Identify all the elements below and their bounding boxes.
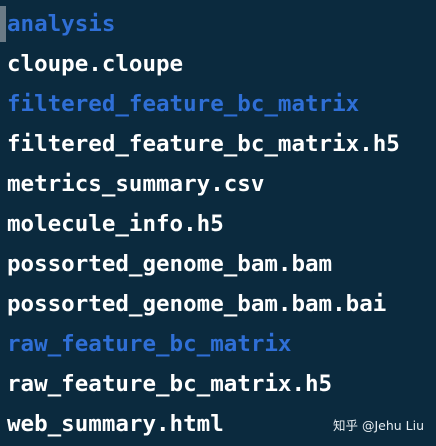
- file-entry-bam: possorted_genome_bam.bam: [7, 251, 333, 277]
- file-entry-web-summary: web_summary.html: [7, 411, 224, 437]
- file-entry-cloupe: cloupe.cloupe: [7, 51, 184, 77]
- file-entry-bam-index: possorted_genome_bam.bam.bai: [7, 291, 387, 317]
- directory-listing: analysis cloupe.cloupe filtered_feature_…: [7, 4, 400, 444]
- file-entry-metrics-summary: metrics_summary.csv: [7, 171, 265, 197]
- file-entry-raw-matrix-h5: raw_feature_bc_matrix.h5: [7, 371, 333, 397]
- file-entry-filtered-matrix-h5: filtered_feature_bc_matrix.h5: [7, 131, 400, 157]
- terminal-cursor: [0, 6, 6, 42]
- file-entry-molecule-info: molecule_info.h5: [7, 211, 224, 237]
- directory-entry-raw-matrix: raw_feature_bc_matrix: [7, 331, 292, 357]
- directory-entry-filtered-matrix: filtered_feature_bc_matrix: [7, 91, 360, 117]
- watermark: 知乎 @Jehu Liu: [332, 418, 424, 433]
- directory-entry-analysis: analysis: [7, 11, 116, 37]
